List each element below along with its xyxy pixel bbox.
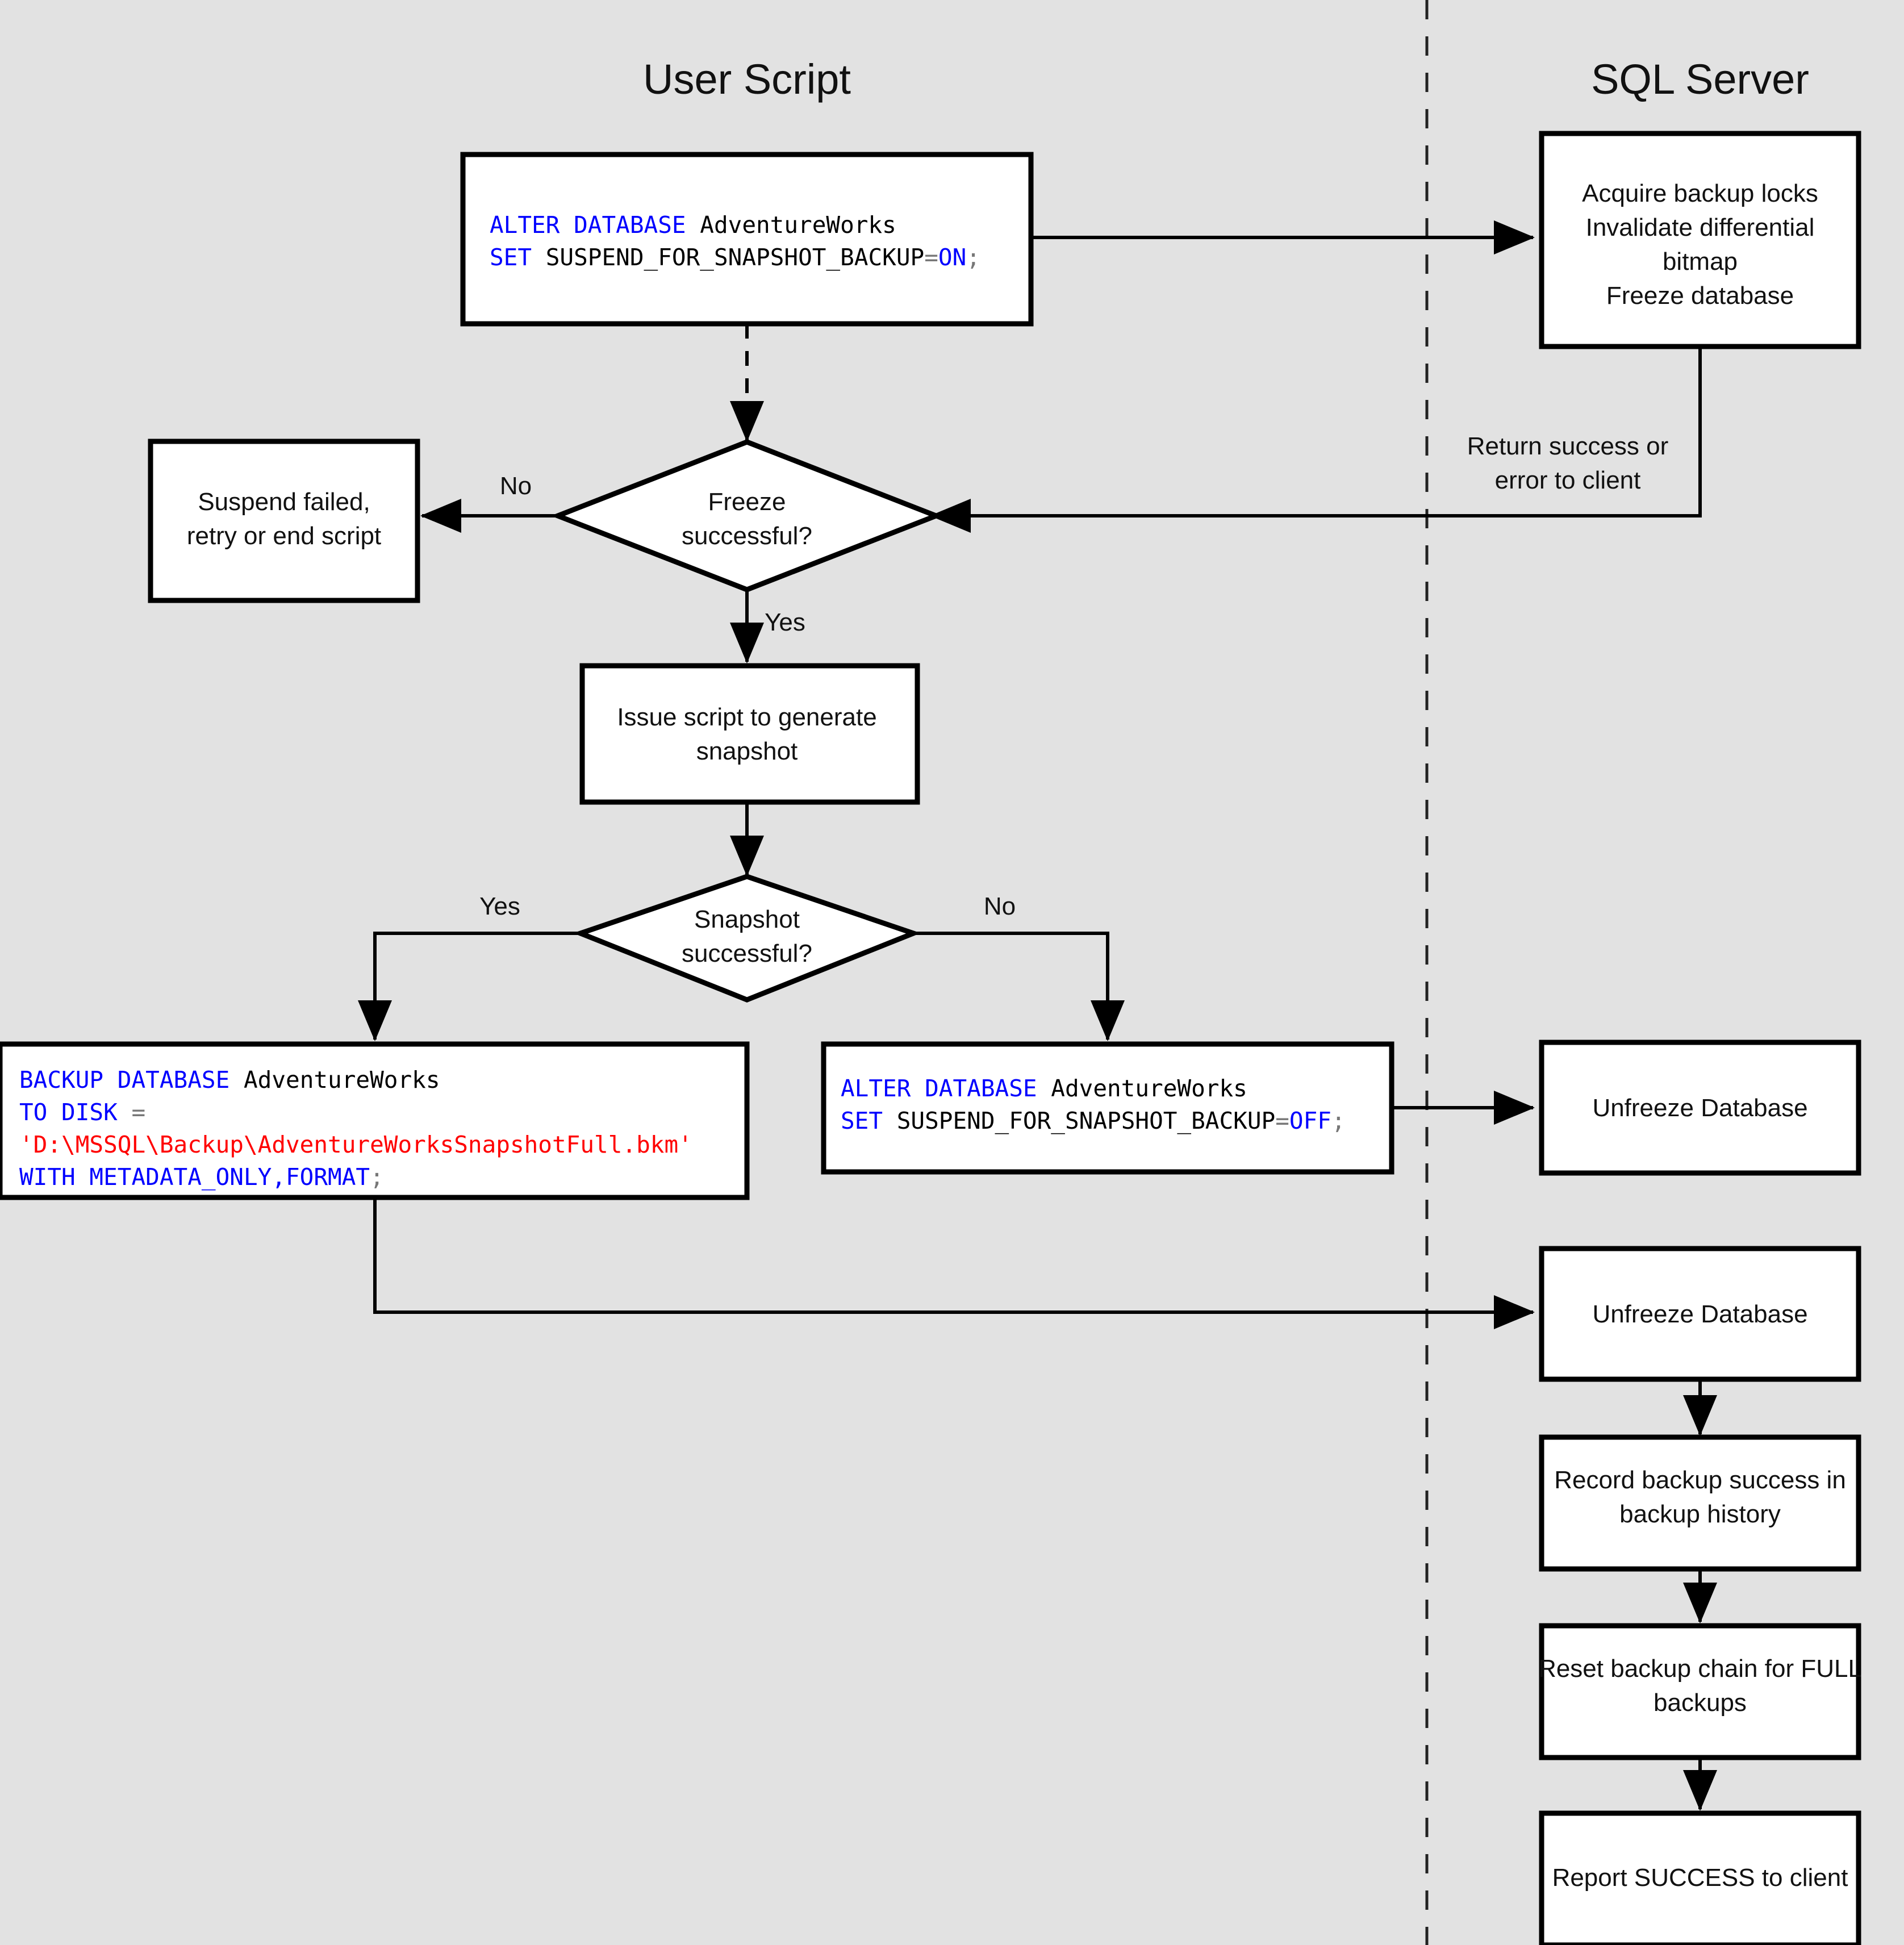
- node-line: successful?: [682, 940, 812, 967]
- node-line: Suspend failed,: [198, 488, 370, 516]
- lane-title-user-script: User Script: [643, 56, 851, 103]
- edge-label-freeze-no: No: [500, 472, 532, 500]
- node-issue-script[interactable]: Issue script to generate snapshot: [579, 663, 920, 805]
- edge-label-line: Return success or: [1467, 432, 1669, 460]
- node-unfreeze-database-2[interactable]: Unfreeze Database: [1539, 1246, 1861, 1382]
- node-suspend-failed[interactable]: Suspend failed, retry or end script: [148, 439, 420, 603]
- node-line: Freeze: [708, 488, 786, 516]
- code-line: TO DISK =: [19, 1099, 145, 1126]
- node-line: bitmap: [1663, 248, 1738, 276]
- code-line: ALTER DATABASE AdventureWorks: [841, 1075, 1247, 1102]
- node-record-backup-success[interactable]: Record backup success in backup history: [1539, 1434, 1861, 1572]
- node-line: Acquire backup locks: [1582, 180, 1818, 207]
- code-line: WITH METADATA_ONLY,FORMAT;: [19, 1163, 384, 1191]
- node-line: Unfreeze Database: [1592, 1300, 1807, 1328]
- edge-label-return-success: Return success or error to client: [1467, 432, 1669, 494]
- node-report-success[interactable]: Report SUCCESS to client: [1539, 1810, 1861, 1945]
- code-line: SET SUSPEND_FOR_SNAPSHOT_BACKUP=OFF;: [841, 1107, 1346, 1134]
- node-line: retry or end script: [187, 522, 381, 550]
- node-acquire-backup-locks[interactable]: Acquire backup locks Invalidate differen…: [1539, 131, 1861, 349]
- code-line: ALTER DATABASE AdventureWorks: [490, 211, 896, 239]
- connector-snapshot-no-to-alter-off: [909, 932, 1125, 1041]
- node-line: Reset backup chain for FULL: [1538, 1655, 1862, 1683]
- node-line: Freeze database: [1606, 282, 1794, 310]
- node-line: Invalidate differential: [1586, 214, 1815, 241]
- node-alter-database-off[interactable]: ALTER DATABASE AdventureWorks SET SUSPEN…: [821, 1041, 1394, 1175]
- node-alter-database-on[interactable]: ALTER DATABASE AdventureWorks SET SUSPEN…: [460, 152, 1034, 327]
- node-line: Report SUCCESS to client: [1552, 1864, 1848, 1892]
- node-freeze-successful-decision[interactable]: Freeze successful?: [550, 439, 943, 592]
- node-snapshot-successful-decision[interactable]: Snapshot successful?: [573, 874, 921, 1003]
- node-line: successful?: [682, 522, 812, 550]
- code-line: BACKUP DATABASE AdventureWorks: [19, 1066, 440, 1093]
- node-unfreeze-database-1[interactable]: Unfreeze Database: [1539, 1040, 1861, 1176]
- node-line: backup history: [1619, 1500, 1781, 1528]
- lane-title-sql-server: SQL Server: [1591, 56, 1809, 103]
- code-line: 'D:\MSSQL\Backup\AdventureWorksSnapshotF…: [19, 1131, 692, 1158]
- connector-acquire-locks-return-to-freeze-decision: [930, 347, 1702, 533]
- node-reset-backup-chain[interactable]: Reset backup chain for FULL backups: [1538, 1623, 1862, 1760]
- edge-label-freeze-yes: Yes: [765, 608, 805, 636]
- edge-label-snapshot-no: No: [984, 892, 1016, 920]
- connector-backup-database-to-unfreeze-2: [373, 1197, 1535, 1329]
- node-line: Unfreeze Database: [1592, 1094, 1807, 1122]
- edge-label-line: error to client: [1495, 466, 1641, 494]
- node-line: backups: [1654, 1689, 1747, 1717]
- connector-snapshot-yes-to-backup-database: [358, 932, 585, 1041]
- node-line: Issue script to generate: [617, 703, 876, 731]
- node-backup-database[interactable]: BACKUP DATABASE AdventureWorks TO DISK =…: [0, 1041, 750, 1200]
- node-line: Snapshot: [694, 905, 800, 933]
- code-line: SET SUSPEND_FOR_SNAPSHOT_BACKUP=ON;: [490, 244, 980, 271]
- node-line: Record backup success in: [1554, 1466, 1846, 1494]
- node-line: snapshot: [696, 737, 798, 765]
- edge-label-snapshot-yes: Yes: [479, 892, 520, 920]
